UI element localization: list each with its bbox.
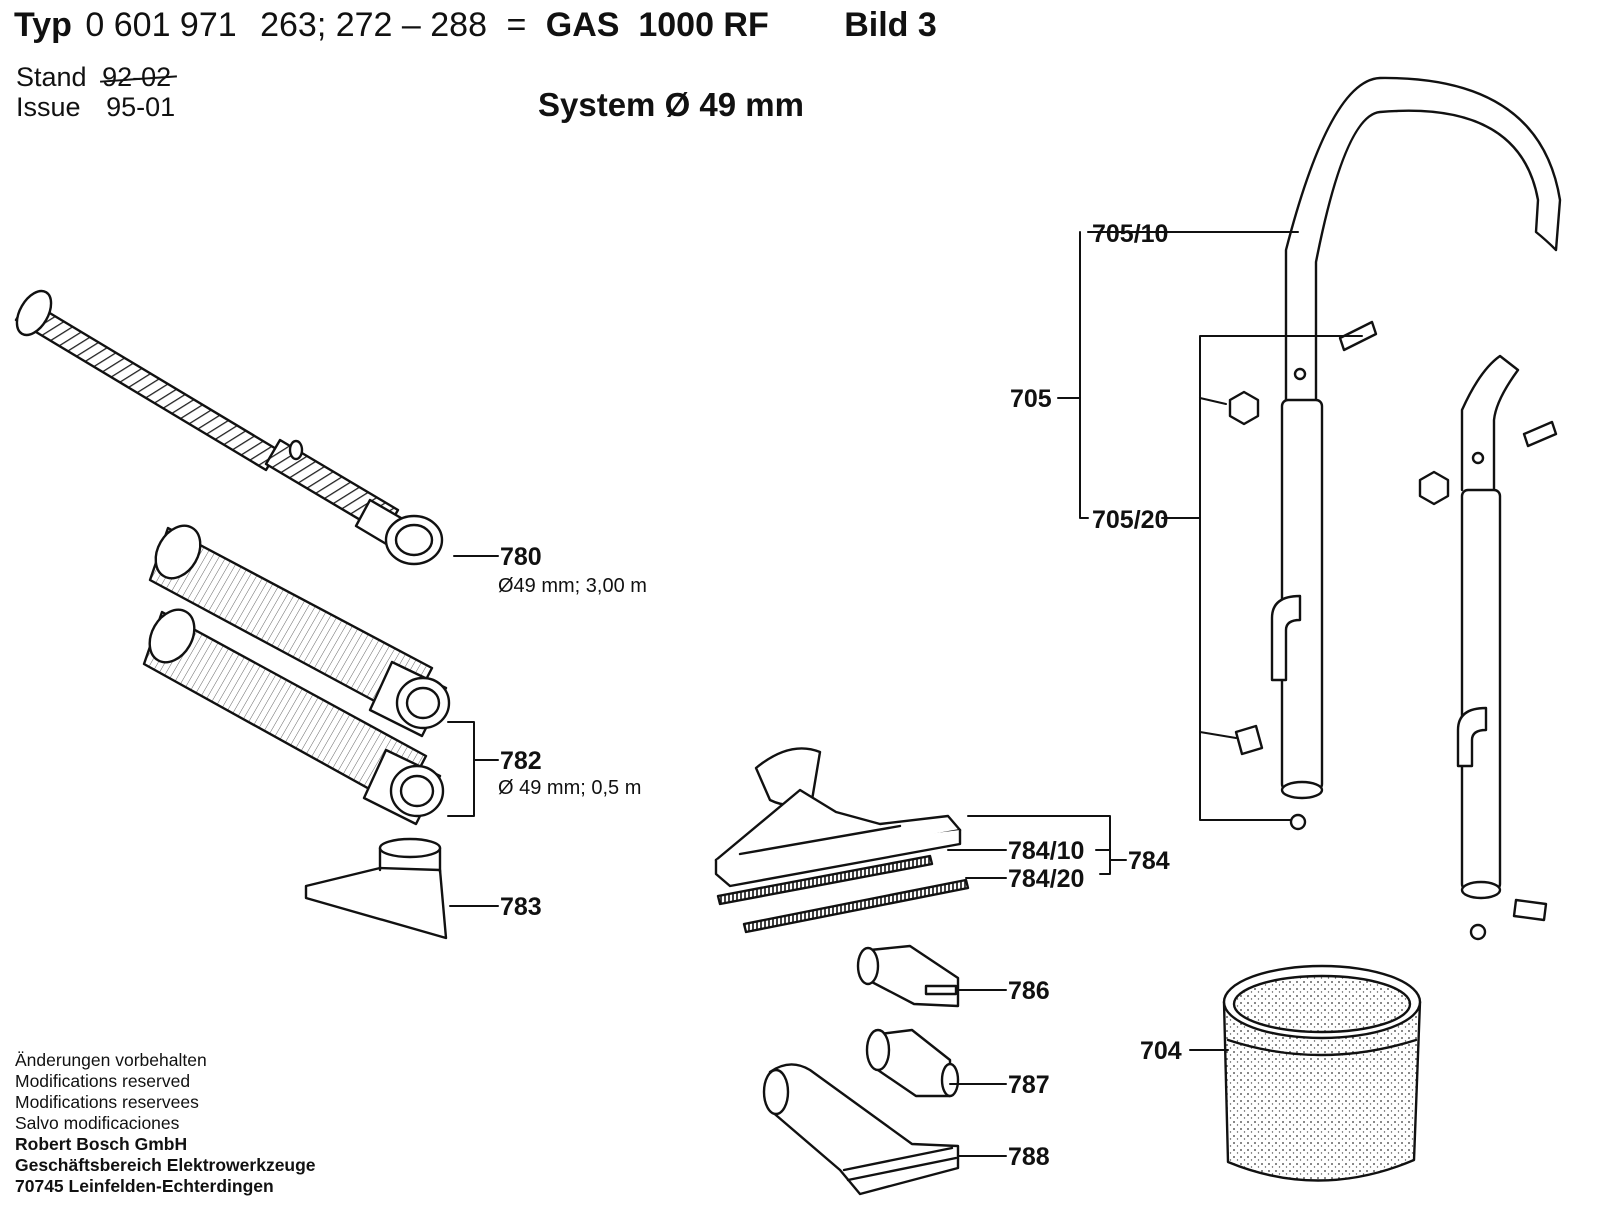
system-title: System Ø 49 mm <box>538 86 804 123</box>
stand-label: Stand <box>16 62 87 92</box>
company-address: 70745 Leinfelden-Echterdingen <box>15 1176 274 1196</box>
label-783: 783 <box>500 893 542 921</box>
label-786: 786 <box>1008 977 1050 1005</box>
note-line: Salvo modificaciones <box>15 1113 180 1133</box>
company-division: Geschäftsbereich Elektrowerkzeuge <box>15 1155 316 1175</box>
part-labels: 780 Ø49 mm; 3,00 m 782 Ø 49 mm; 0,5 m 78… <box>498 220 1182 1171</box>
label-705-10: 705/10 <box>1092 220 1168 248</box>
issue-label: Issue <box>16 92 81 122</box>
model-name: GAS 1000 RF <box>545 6 769 44</box>
label-704: 704 <box>1140 1037 1182 1065</box>
label-788: 788 <box>1008 1143 1050 1171</box>
spec-780: Ø49 mm; 3,00 m <box>498 575 647 597</box>
label-780: 780 <box>500 543 542 571</box>
typ-prefix: Typ <box>14 6 72 44</box>
note-line: Modifications reserved <box>15 1071 191 1091</box>
label-705-20: 705/20 <box>1092 506 1168 534</box>
issue-line: Issue 95-01 <box>16 92 175 123</box>
footer-notes: Änderungen vorbehalten Modifications res… <box>15 1050 316 1197</box>
stand-value: 92-02 <box>102 62 172 92</box>
issue-value: 95-01 <box>106 92 176 122</box>
label-784: 784 <box>1128 847 1170 875</box>
nozzle-783-drawing <box>304 837 448 940</box>
suction-tube-705-left-drawing <box>1228 76 1562 831</box>
spec-782: Ø 49 mm; 0,5 m <box>498 777 641 799</box>
equals-sign: = <box>506 6 527 44</box>
label-784-10: 784/10 <box>1008 837 1084 865</box>
suction-tube-705-right-drawing <box>1418 354 1558 941</box>
floor-nozzle-784-drawing <box>714 747 970 934</box>
nozzle-788-drawing <box>762 1063 960 1196</box>
label-784-20: 784/20 <box>1008 865 1084 893</box>
stand-line: Stand 92-02 <box>16 62 171 93</box>
tubes-782-drawing <box>142 524 451 826</box>
figure-number: Bild 3 <box>844 6 937 44</box>
hose-780-drawing <box>14 289 444 566</box>
nozzle-786-drawing <box>856 944 960 1008</box>
note-line: Änderungen vorbehalten <box>15 1050 207 1070</box>
company-name: Robert Bosch GmbH <box>15 1134 188 1154</box>
note-line: Modifications reservees <box>15 1092 199 1112</box>
leader-lines <box>447 231 1363 1157</box>
filter-704-drawing <box>1222 964 1422 1182</box>
label-705: 705 <box>1010 385 1052 413</box>
adapter-787-drawing <box>865 1028 960 1098</box>
type-line: Typ 0 601 971 263; 272 – 288 = GAS 1000 … <box>14 6 937 45</box>
label-782: 782 <box>500 747 542 775</box>
label-787: 787 <box>1008 1071 1050 1099</box>
typ-range: 263; 272 – 288 <box>260 6 487 44</box>
typ-number: 0 601 971 <box>85 6 237 44</box>
